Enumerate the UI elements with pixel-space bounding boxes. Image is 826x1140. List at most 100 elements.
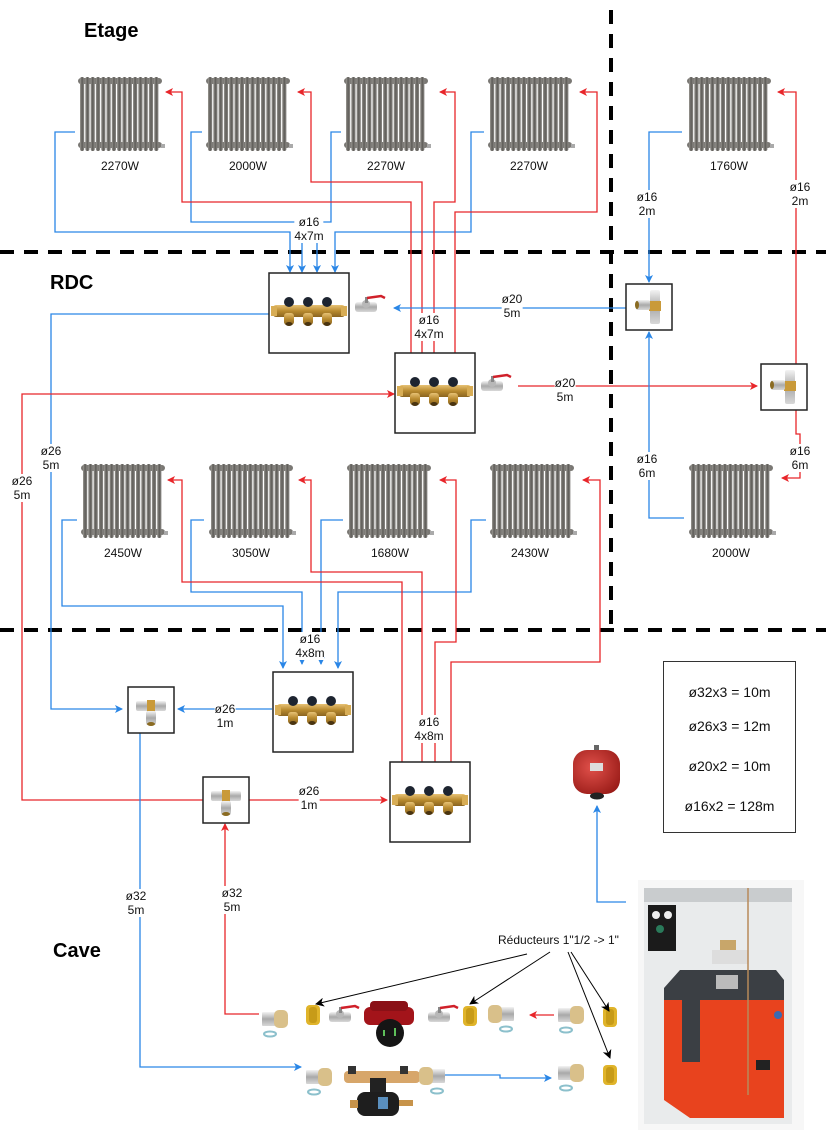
reducer-arrow-4 bbox=[567, 951, 612, 1059]
pipe-return-rdc-3 bbox=[317, 519, 343, 665]
pipe-diameter: ø16 bbox=[299, 632, 321, 646]
tee-etage-right-supply bbox=[760, 363, 808, 411]
pipe-return-etage-right bbox=[645, 131, 682, 283]
manifold-etage-supply bbox=[394, 352, 476, 434]
manifold-etage-return bbox=[268, 272, 350, 354]
tee-etage-right-return bbox=[625, 283, 673, 331]
pipe-length: 5m bbox=[13, 488, 31, 502]
reducer-nut-2 bbox=[463, 1006, 477, 1026]
radiator-etage-5 bbox=[686, 76, 774, 152]
pipe-length: 5m bbox=[503, 306, 521, 320]
reducer-nut-3 bbox=[603, 1007, 617, 1027]
pipe-diameter: ø26 bbox=[214, 702, 236, 716]
pipe-diameter: ø32 bbox=[221, 886, 243, 900]
reducers-annotation: Réducteurs 1"1/2 -> 1" bbox=[498, 933, 619, 947]
pipe-length: 4x8m bbox=[414, 729, 444, 743]
ball-valve-return-rdc bbox=[353, 294, 387, 314]
pipe-diameter: ø26 bbox=[11, 474, 33, 488]
pipe-return-riser bbox=[50, 313, 270, 713]
pipe-supply-etage-2 bbox=[297, 88, 423, 354]
ball-valve-cave-2 bbox=[426, 1004, 460, 1024]
pipe-supply-rdc-4 bbox=[450, 476, 601, 762]
pipe-diameter: ø26 bbox=[40, 444, 62, 458]
pipe-return-etage-4 bbox=[331, 131, 484, 273]
pipe-length: 4x8m bbox=[295, 646, 325, 660]
radiator-etage-2 bbox=[205, 76, 293, 152]
pipe-return-rdc-right bbox=[645, 331, 684, 519]
pipe-supply-etage-right bbox=[777, 88, 797, 365]
ball-valve-supply-rdc bbox=[479, 373, 513, 393]
radiator-power-label: 2450W bbox=[103, 546, 143, 560]
radiator-power-label: 2000W bbox=[711, 546, 751, 560]
summary-row: ø26x3 = 12m bbox=[688, 718, 771, 734]
fitting-supply-1 bbox=[261, 1009, 289, 1038]
radiator-power-label: 2000W bbox=[228, 159, 268, 173]
pipe-diameter: ø16 bbox=[789, 180, 811, 194]
tee-cave-supply bbox=[202, 776, 250, 824]
reducer-nut-4 bbox=[603, 1065, 617, 1085]
radiator-power-label: 2430W bbox=[510, 546, 550, 560]
fitting-return-1 bbox=[305, 1067, 333, 1096]
zone-title-rdc: RDC bbox=[50, 272, 94, 294]
pipe-length: 5m bbox=[42, 458, 60, 472]
radiator-etage-3 bbox=[343, 76, 431, 152]
pipe-supply-riser bbox=[21, 390, 395, 801]
expansion-tank bbox=[573, 745, 620, 800]
pipe-length: 1m bbox=[216, 716, 234, 730]
manifold-rdc-supply bbox=[389, 761, 471, 843]
radiator-rdc-5 bbox=[688, 463, 776, 539]
pipe-return-rdc-1 bbox=[61, 519, 287, 669]
pipe-length: 5m bbox=[556, 390, 574, 404]
pipe-length: 5m bbox=[127, 903, 145, 917]
circulation-pump bbox=[364, 1001, 414, 1047]
pipe-length: 2m bbox=[638, 204, 656, 218]
reducer-arrow-2 bbox=[469, 951, 551, 1005]
pipe-expansion bbox=[593, 805, 626, 903]
radiator-etage-4 bbox=[487, 76, 575, 152]
radiator-rdc-1 bbox=[80, 463, 168, 539]
radiator-power-label: 3050W bbox=[231, 546, 271, 560]
radiator-power-label: 1760W bbox=[709, 159, 749, 173]
zone-title-etage: Etage bbox=[84, 20, 139, 42]
pipe-diameter: ø16 bbox=[298, 215, 320, 229]
boiler bbox=[638, 880, 804, 1130]
pipe-length: 4x7m bbox=[414, 327, 444, 341]
pipe-length: 5m bbox=[223, 900, 241, 914]
pipe-supply-cave-main bbox=[221, 823, 259, 1015]
magnetic-filter bbox=[344, 1066, 420, 1116]
fitting-supply-2 bbox=[487, 1004, 515, 1033]
radiator-rdc-2 bbox=[208, 463, 296, 539]
pipe-summary-box: ø32x3 = 10m ø26x3 = 12m ø20x2 = 10m ø16x… bbox=[663, 661, 796, 833]
pipe-length: 6m bbox=[638, 466, 656, 480]
reducer-arrow-3 bbox=[570, 951, 610, 1012]
pipe-diameter: ø20 bbox=[554, 376, 576, 390]
radiator-power-label: 1680W bbox=[370, 546, 410, 560]
summary-row: ø20x2 = 10m bbox=[688, 758, 771, 774]
pipe-supply-rdc-right bbox=[781, 410, 801, 482]
radiator-power-label: 2270W bbox=[366, 159, 406, 173]
pipe-return-cave-main bbox=[139, 732, 302, 1071]
pipe-length: 4x7m bbox=[294, 229, 324, 243]
reducer-arrow-1 bbox=[315, 953, 528, 1007]
fitting-return-3 bbox=[557, 1063, 585, 1092]
reducer-nut-1 bbox=[306, 1005, 320, 1025]
summary-row: ø32x3 = 10m bbox=[688, 684, 771, 700]
pipe-return-rdc-2 bbox=[190, 519, 306, 665]
pipe-diameter: ø16 bbox=[418, 715, 440, 729]
radiator-power-label: 2270W bbox=[100, 159, 140, 173]
pipe-length: 1m bbox=[300, 798, 318, 812]
pipe-length: 2m bbox=[791, 194, 809, 208]
pipe-length: 6m bbox=[791, 458, 809, 472]
tee-cave-return bbox=[127, 686, 175, 734]
